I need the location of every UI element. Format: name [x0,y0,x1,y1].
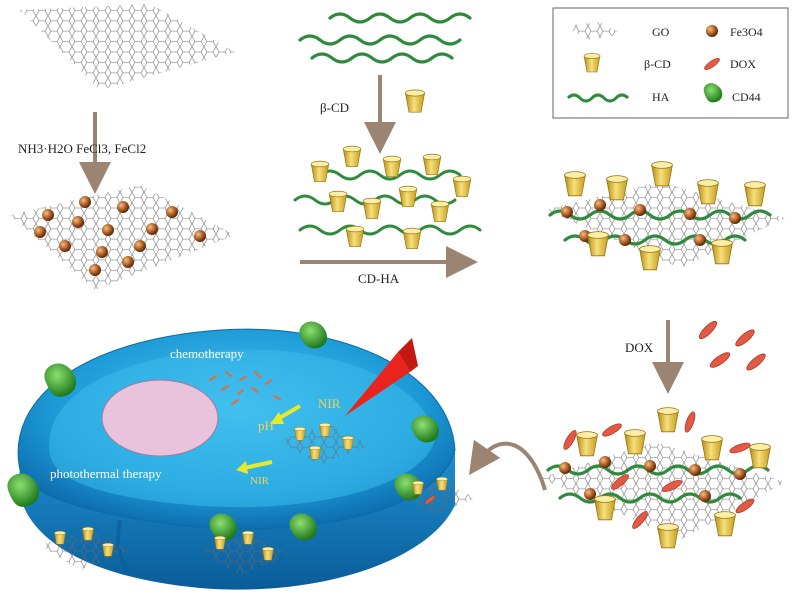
graphene-oxide-sheet [20,4,235,90]
iron-reagent-label: NH3·H2O FeCl3, FeCl2 [18,141,146,156]
legend-ha: HA [566,90,670,104]
svg-text:β-CD: β-CD [644,57,671,71]
svg-text:HA: HA [652,90,670,104]
fe3o4-particles [34,196,206,276]
legend-fe3o4: Fe3O4 [706,25,763,39]
go-fe3o4-cd-ha-complex [545,161,785,271]
nucleus [101,379,219,457]
dox-molecules [696,318,768,373]
legend-go: GO [565,22,670,40]
nir-label-bottom: NIR [250,475,270,487]
dox-loaded-complex [540,407,785,549]
legend: GO Fe3O4 β-CD DOX HA CD44 [552,7,789,119]
svg-text:GO: GO [652,25,670,39]
legend-dox: DOX [702,56,756,72]
go-fe3o4-sheet [10,185,235,290]
tumor-cell [17,328,456,590]
svg-text:DOX: DOX [730,57,756,71]
legend-cd44: CD44 [703,83,761,104]
ph-nir-arrows [236,404,302,474]
ha-strands [298,12,472,64]
cd-ha-cluster [293,145,482,249]
svg-text:CD44: CD44 [732,90,761,104]
nir-label-top: NIR [318,396,341,411]
dox-step-label: DOX [625,340,654,355]
photothermal-label: photothermal therapy [50,466,162,481]
cd-ha-label: CD-HA [358,271,400,286]
legend-beta-cd: β-CD [583,53,671,73]
beta-cd-step-label: β-CD [320,100,349,115]
chemotherapy-label: chemotherapy [170,346,244,361]
internalized-complexes [40,422,475,575]
released-dox [209,371,281,405]
uptake-arrow [468,439,547,491]
ph-label: pH [258,418,274,433]
svg-text:Fe3O4: Fe3O4 [730,25,763,39]
beta-cd-icon [405,89,425,113]
